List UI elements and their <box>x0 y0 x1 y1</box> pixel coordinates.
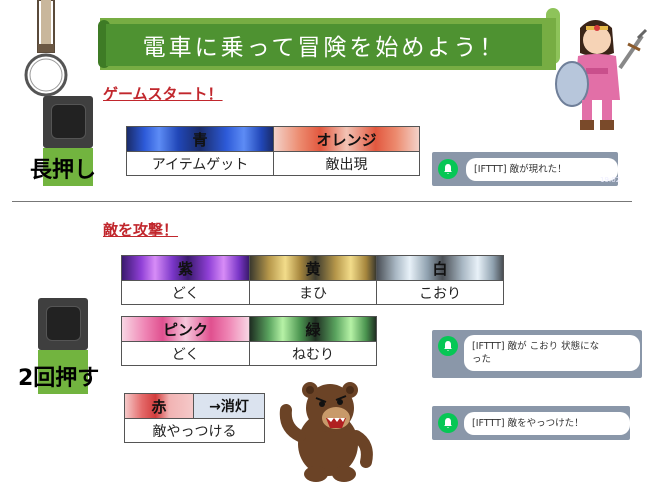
led-pink: ピンク <box>122 317 250 341</box>
led-table-attack-1: 紫 黄 白 どく まひ こおり <box>121 255 504 305</box>
line-notification-enemy-frozen: [IFTTT] 敵が こおり 状態にな った <box>432 330 642 378</box>
bell-icon <box>438 413 458 433</box>
section-start-label: ゲームスタート！ <box>103 85 223 103</box>
bell-icon <box>438 159 458 179</box>
bear-illustration <box>279 382 373 482</box>
device-button <box>46 306 81 341</box>
effect-poison-2: どく <box>122 342 250 365</box>
effect-enemy-appear: 敵出現 <box>325 156 368 173</box>
device-button <box>51 104 86 139</box>
led-red: 赤 <box>125 394 194 418</box>
led-pink-label: ピンク <box>162 320 208 339</box>
led-yellow-label: 黄 <box>305 259 321 278</box>
button-device-icon <box>38 298 88 350</box>
section-attack-label: 敵を攻撃！ <box>103 221 179 239</box>
led-white-label: 白 <box>432 259 448 278</box>
hero-illustration <box>555 20 648 130</box>
effect-freeze: こおり <box>419 285 461 302</box>
led-off: →消灯 <box>194 394 264 418</box>
line-notification-enemy-appeared: [IFTTT] 敵が現れた！ 19:02 <box>432 152 621 186</box>
led-green: 緑 <box>250 317 376 341</box>
notification-time: 19:02 <box>600 176 621 184</box>
led-orange: オレンジ <box>274 127 419 151</box>
led-blue: 青 <box>127 127 274 151</box>
led-table-attack-2: ピンク 緑 どく ねむり <box>121 316 377 366</box>
led-green-label: 緑 <box>305 320 321 339</box>
button-device-icon <box>43 96 93 148</box>
bell-icon <box>438 336 458 356</box>
device-green-base <box>38 350 88 394</box>
effect-defeat-enemy: 敵やっつける <box>152 423 237 440</box>
led-purple: 紫 <box>122 256 250 280</box>
led-table-attack-3: 赤 →消灯 敵やっつける <box>124 393 265 443</box>
effect-item-get: アイテムゲット <box>127 152 274 175</box>
led-purple-label: 紫 <box>177 259 193 278</box>
device-green-base <box>43 148 93 186</box>
notification-text: [IFTTT] 敵が現れた！ <box>466 158 618 181</box>
press-label-double: 2回押す <box>18 366 100 391</box>
press-label-long: 長押し <box>30 158 97 183</box>
line-notification-enemy-defeated: [IFTTT] 敵をやっつけた！ <box>432 406 630 440</box>
notification-text: [IFTTT] 敵が こおり 状態にな った <box>464 335 640 371</box>
effect-sleep: ねむり <box>292 346 334 363</box>
led-orange-label: オレンジ <box>316 130 377 149</box>
led-white: 白 <box>377 256 503 280</box>
effect-poison: どく <box>122 281 250 304</box>
led-yellow: 黄 <box>250 256 377 280</box>
led-off-label: →消灯 <box>209 399 249 415</box>
led-table-start: 青 オレンジ アイテムゲット 敵出現 <box>126 126 420 176</box>
effect-paralysis: まひ <box>250 281 377 304</box>
section-divider <box>12 201 632 202</box>
led-blue-label: 青 <box>192 130 208 149</box>
notification-text: [IFTTT] 敵をやっつけた！ <box>464 412 630 435</box>
led-red-label: 赤 <box>151 397 167 416</box>
keyring-illustration <box>24 0 68 97</box>
banner-title: 電車に乗って冒険を始めよう！ <box>106 24 542 66</box>
